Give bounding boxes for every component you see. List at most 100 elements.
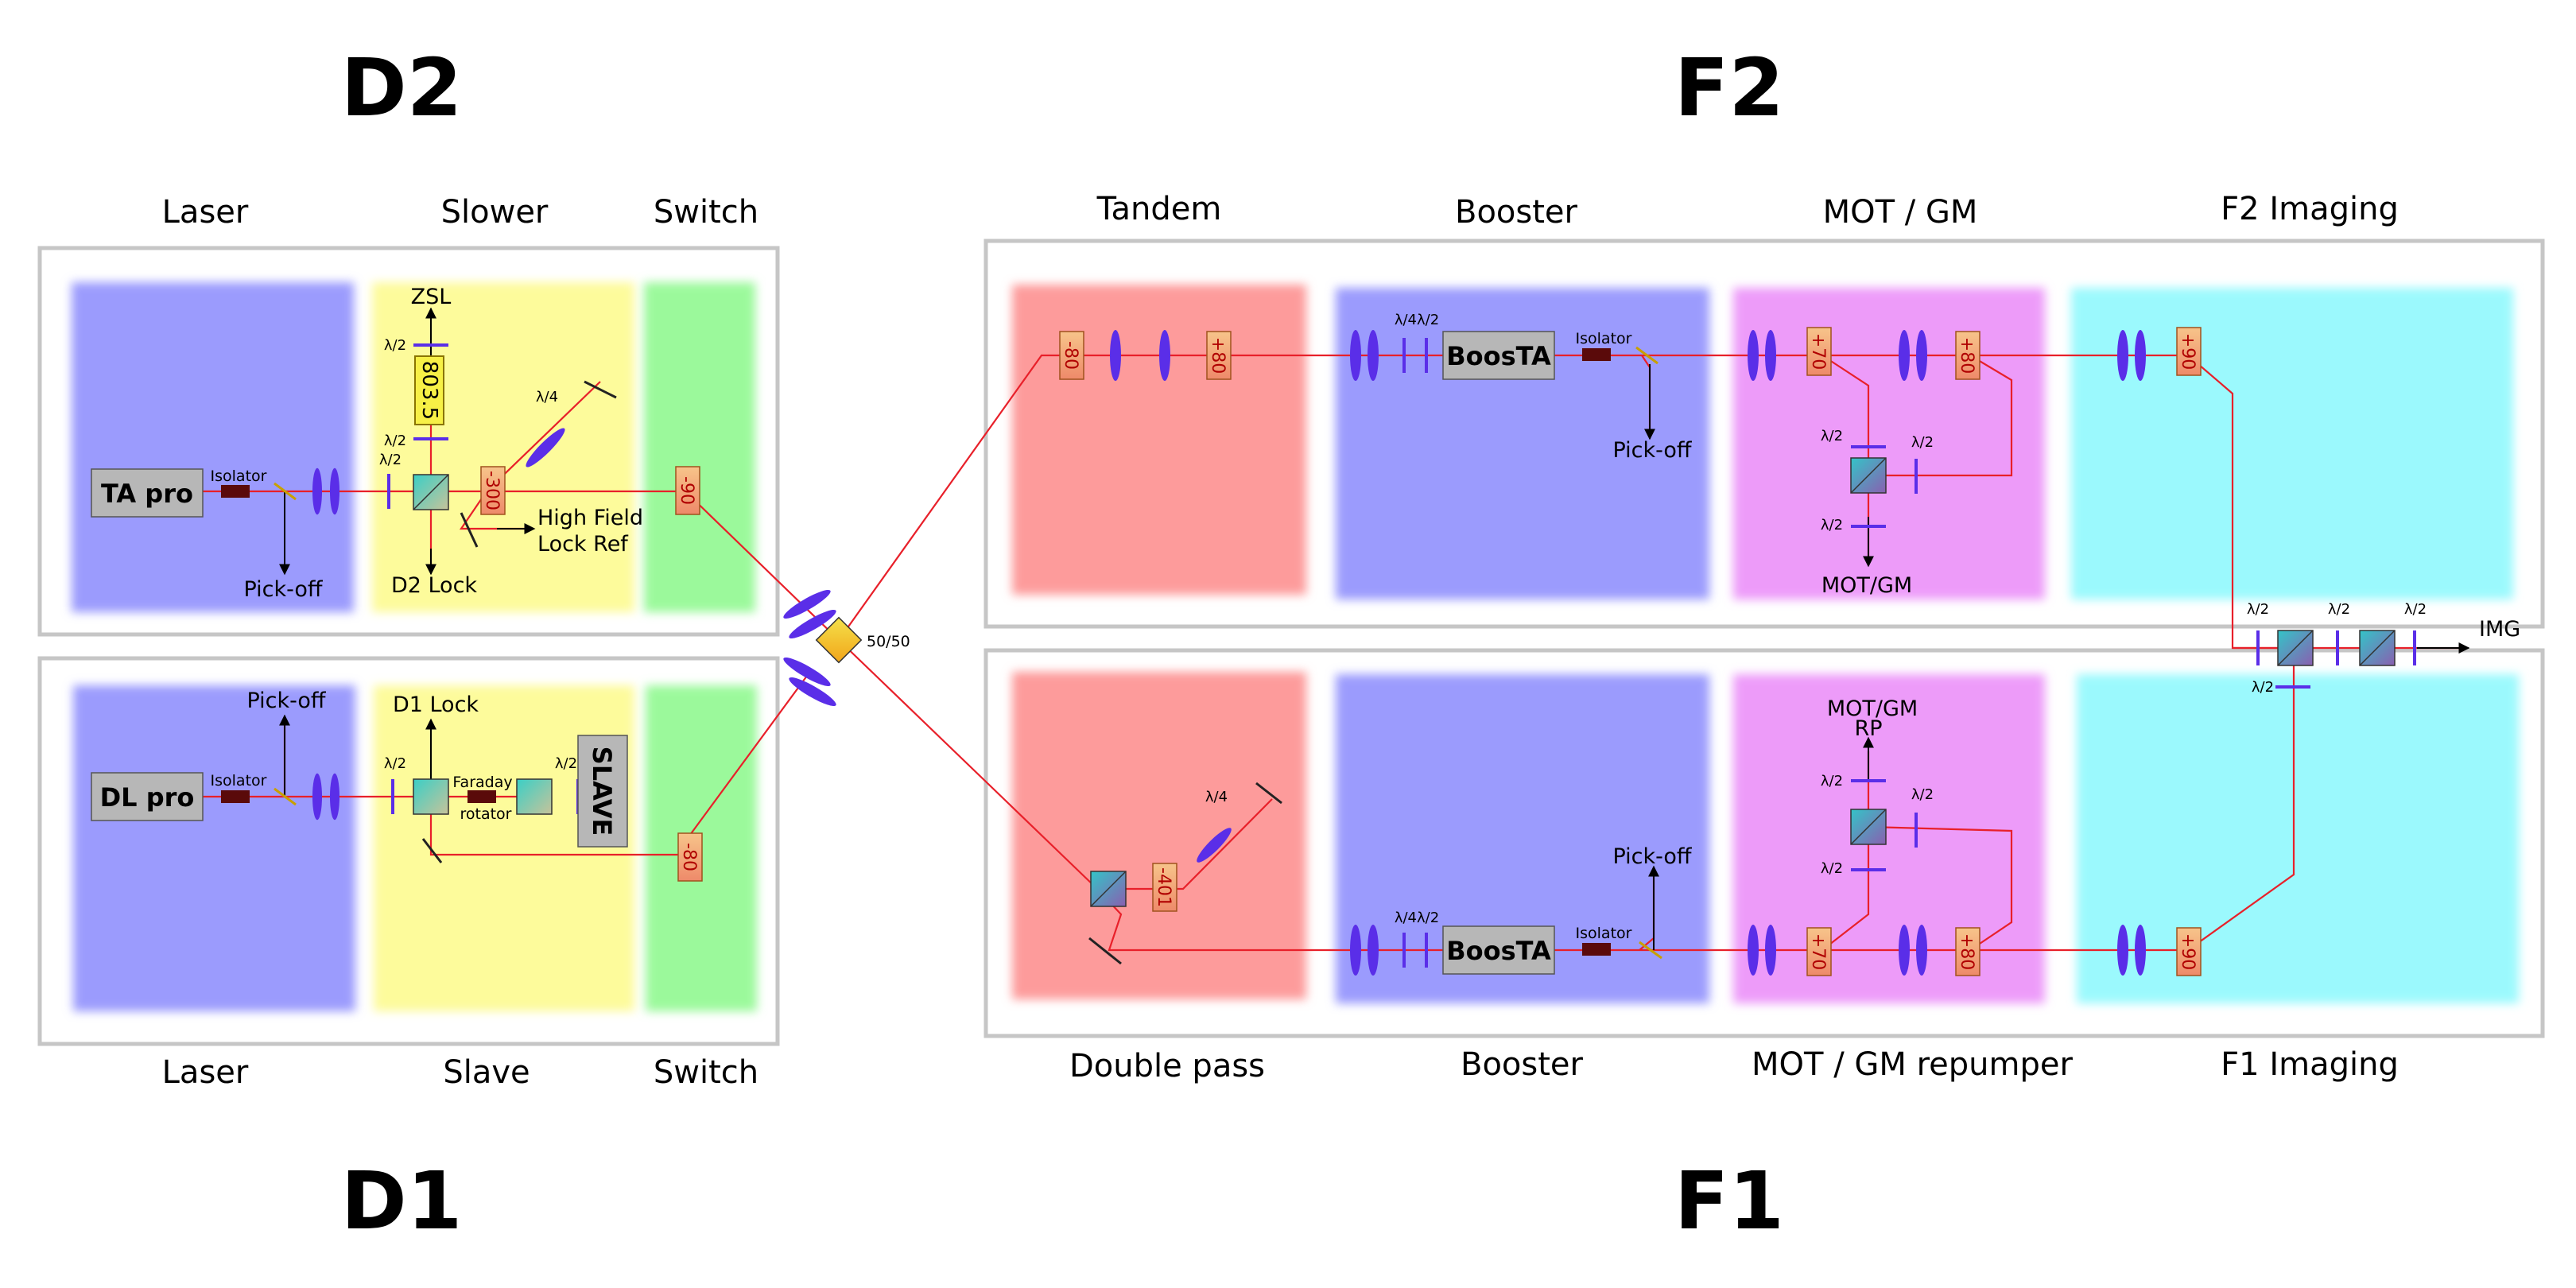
svg-text:+80: +80 (1957, 933, 1977, 970)
aom-rp-2: +80 (1955, 927, 1980, 976)
aom-f1-img: +90 (2176, 927, 2202, 976)
mot-gm-rp-label: MOT/GM (1827, 696, 1918, 721)
frame-f1 (983, 648, 2545, 1038)
lens-icon (526, 428, 565, 467)
svg-text:TA pro: TA pro (101, 479, 193, 509)
isolator-label: Isolator (1576, 330, 1632, 347)
lens-icon (1748, 925, 1759, 976)
quarter-half-label: λ/4λ/2 (1395, 910, 1439, 926)
aom-tandem-out: +80 (1206, 331, 1232, 380)
half-wave-label: λ/2 (2404, 601, 2427, 618)
lock-ref-label: Lock Ref (537, 532, 629, 557)
waveplate-icon (1402, 338, 1406, 373)
aom-mot-2: +80 (1955, 331, 1980, 380)
pbs-cube-icon (413, 778, 449, 815)
section-slave: Slave (443, 1054, 530, 1091)
pickoff-label: Pick-off (1612, 844, 1692, 869)
title-f1: F1 (1674, 1154, 1784, 1247)
img-label: IMG (2479, 617, 2520, 642)
svg-text:+80: +80 (1957, 337, 1977, 374)
pbs-cubes (413, 457, 2396, 907)
waveplate-icon (387, 474, 390, 509)
half-wave-label: λ/2 (1821, 428, 1843, 444)
aom-rp-1: +70 (1806, 927, 1832, 976)
section-booster-bottom: Booster (1461, 1046, 1584, 1083)
half-wave-label: λ/2 (1821, 773, 1843, 789)
region-switch-d2 (644, 282, 755, 612)
waveplate-icon (1851, 445, 1886, 448)
lens-icon (1110, 330, 1121, 381)
region-mot-gm-repumper (1733, 674, 2045, 1003)
lenses (312, 330, 2146, 976)
waveplate-icon (2336, 630, 2339, 665)
waveplates (387, 338, 2416, 968)
section-laser-bottom: Laser (162, 1054, 249, 1091)
lens-icon (312, 773, 323, 821)
half-wave-label: λ/2 (1911, 786, 1934, 803)
waveplate-icon (1402, 933, 1406, 968)
lens-icon (1899, 330, 1910, 381)
lens-icon (1159, 330, 1170, 381)
device-boosta-top: BoosTA (1442, 331, 1555, 380)
isolators (221, 348, 1611, 956)
svg-text:+70: +70 (1808, 933, 1828, 970)
aom-tandem-in: -80 (1059, 331, 1084, 380)
region-f2-imaging (2071, 288, 2513, 599)
section-tandem: Tandem (1096, 191, 1222, 227)
section-mot-gm: MOT / GM (1823, 194, 1978, 231)
svg-text:+70: +70 (1808, 333, 1828, 370)
text-labels: Isolator Pick-off ZSL λ/2 λ/2 λ/2 λ/4 D2… (211, 285, 2521, 942)
half-wave-label: λ/2 (1821, 517, 1843, 533)
half-wave-label: λ/2 (555, 755, 577, 772)
lens-icon (1765, 330, 1776, 381)
lens-icon (2117, 925, 2128, 976)
lens-icon (1916, 330, 1927, 381)
title-d1: D1 (341, 1154, 463, 1247)
region-laser-d2 (72, 282, 354, 612)
lens-icon (1748, 330, 1759, 381)
quarter-wave-label: λ/4 (1205, 789, 1228, 805)
section-f2-imaging: F2 Imaging (2221, 191, 2399, 227)
zsl-aom: 803.5 (414, 355, 444, 425)
lens-icon (1350, 925, 1361, 976)
pbs-cube-icon (516, 778, 553, 815)
half-wave-label: λ/2 (379, 452, 402, 468)
section-double-pass: Double pass (1069, 1048, 1265, 1084)
section-mot-gm-repumper: MOT / GM repumper (1752, 1046, 2073, 1083)
frame-d1 (37, 656, 780, 1046)
svg-text:-80: -80 (679, 843, 699, 871)
section-laser-top: Laser (162, 194, 249, 231)
waveplate-icon (2256, 630, 2260, 665)
device-dl-pro: DL pro (91, 772, 204, 821)
region-mot-gm (1733, 288, 2045, 599)
section-slower: Slower (441, 194, 549, 231)
svg-text:803.5: 803.5 (417, 361, 441, 420)
lens-icon (783, 657, 831, 687)
lens-icon (1197, 828, 1232, 863)
svg-text:SLAVE: SLAVE (587, 747, 617, 836)
svg-text:+90: +90 (2178, 933, 2198, 970)
waveplate-icon (1851, 779, 1886, 782)
lens-icon (2117, 330, 2128, 381)
pickoff-label: Pick-off (243, 577, 323, 602)
lens-icon (329, 467, 340, 515)
aom-mot-1: +70 (1806, 327, 1832, 376)
region-slower (372, 282, 634, 612)
isolator-label: Isolator (211, 772, 267, 789)
svg-text:-300: -300 (482, 471, 502, 510)
waveplate-icon (391, 779, 394, 814)
device-ta-pro: TA pro (91, 468, 204, 518)
high-field-label: High Field (537, 506, 643, 530)
waveplate-icon (2275, 685, 2310, 689)
aom-d2-switch: -90 (675, 466, 700, 515)
aom-d2-slower: -300 (480, 466, 506, 515)
svg-text:-80: -80 (1061, 341, 1080, 370)
section-booster-top: Booster (1455, 194, 1578, 231)
half-wave-label: λ/2 (384, 337, 406, 354)
section-switch-bottom: Switch (654, 1054, 758, 1091)
title-f2: F2 (1674, 41, 1784, 134)
aoms: -300 -90 -80 -80 +80 +70 +80 +90 (480, 327, 2202, 976)
region-tandem (1012, 285, 1306, 595)
svg-text:DL pro: DL pro (100, 782, 195, 813)
